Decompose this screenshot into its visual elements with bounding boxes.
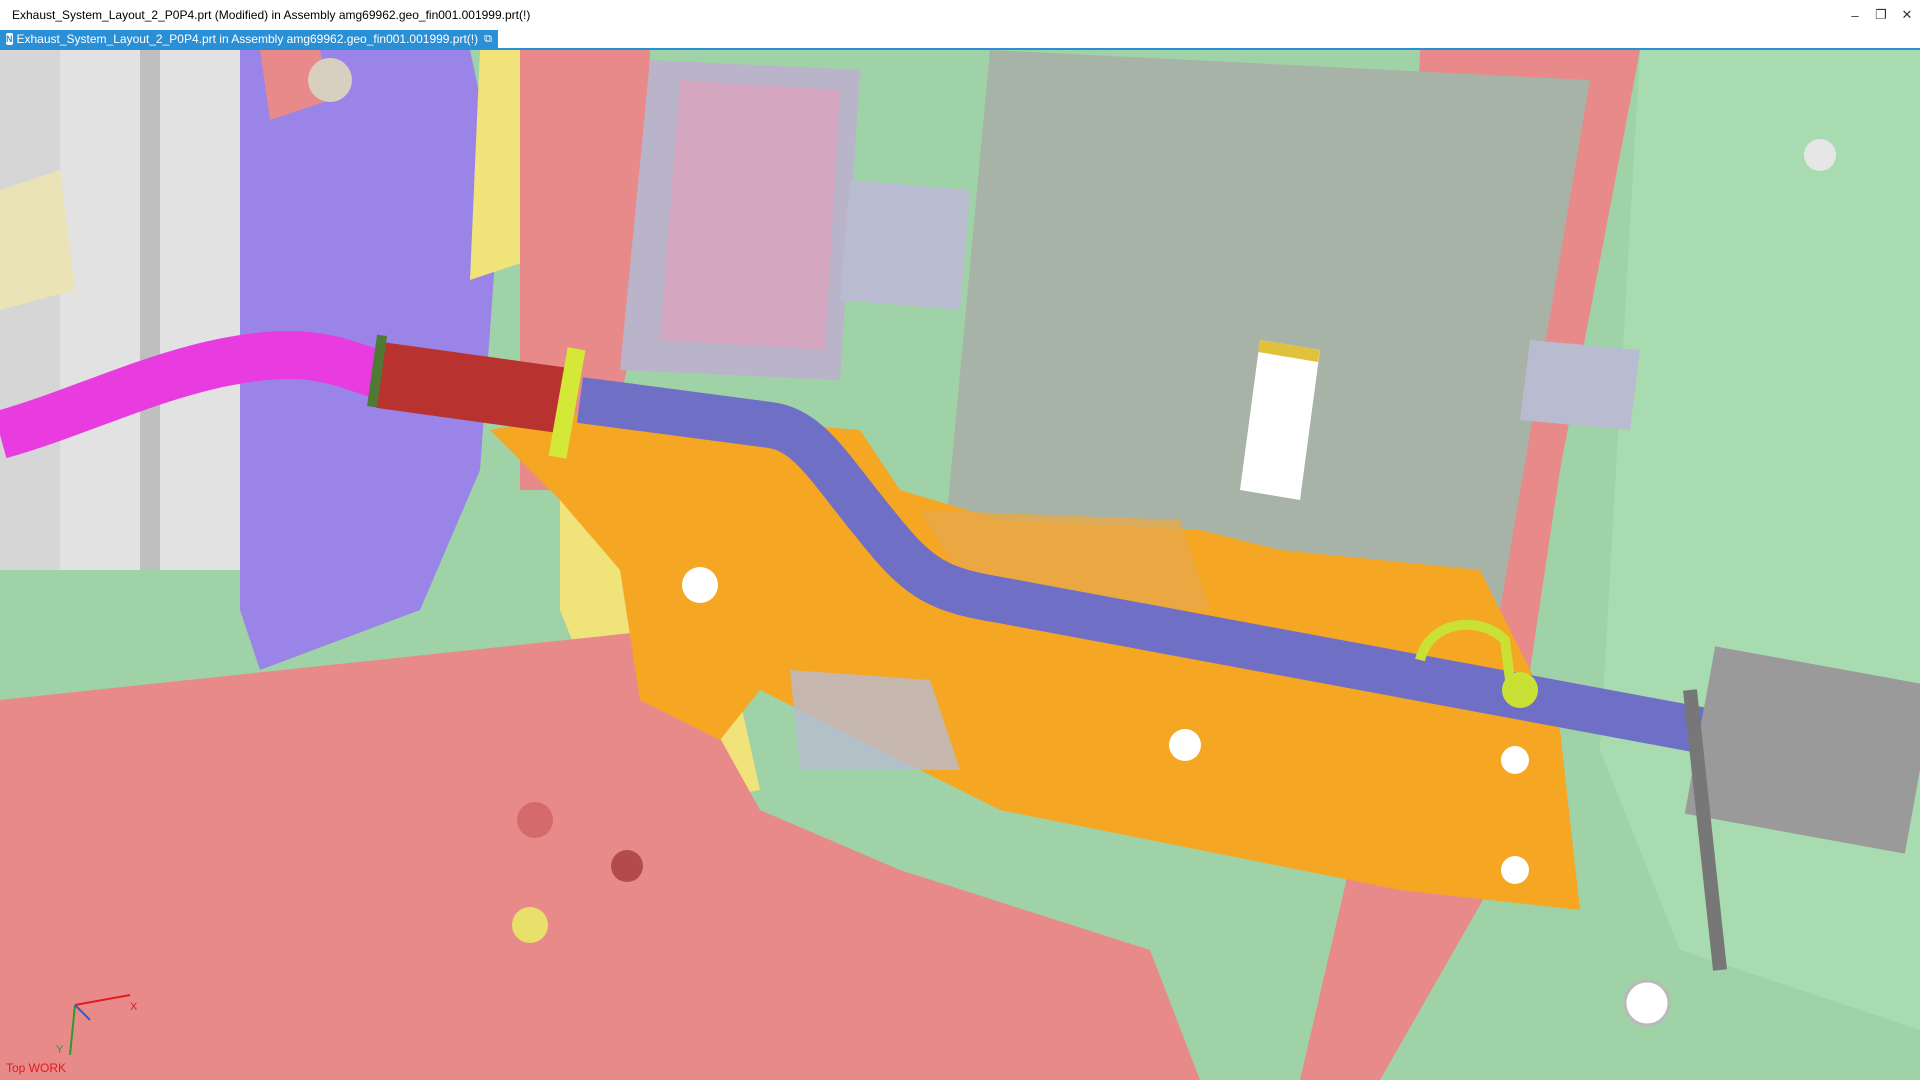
document-tab-label: Exhaust_System_Layout_2_P0P4.prt in Asse… xyxy=(16,32,479,46)
close-button[interactable]: ✕ xyxy=(1901,7,1913,22)
warning-label xyxy=(1240,340,1320,500)
yellow-panel-top xyxy=(470,50,530,280)
battery-tray xyxy=(940,50,1590,610)
intermediate-pipe xyxy=(576,377,1705,753)
shield-fastener-1 xyxy=(682,567,718,603)
converter-flange xyxy=(367,334,387,408)
undock-icon[interactable]: ⧉ xyxy=(484,32,492,45)
body-hole-yellow xyxy=(512,907,548,943)
heat-shield xyxy=(490,410,1580,910)
cad-model-render: X Y xyxy=(0,50,1920,1080)
document-tab[interactable]: N Exhaust_System_Layout_2_P0P4.prt in As… xyxy=(0,30,507,48)
control-module-face xyxy=(660,80,840,350)
mount-hole xyxy=(1804,139,1836,171)
left-rail xyxy=(0,50,60,570)
window-controls: – ❐ ✕ xyxy=(1842,0,1920,30)
view-orientation-label: Top WORK xyxy=(6,1061,67,1075)
rail-stripe xyxy=(140,50,160,570)
body-hole-dark xyxy=(611,850,643,882)
o2-sensor xyxy=(1502,672,1538,708)
muffler xyxy=(1684,646,1920,854)
module-bracket xyxy=(840,180,970,310)
exhaust-clamp xyxy=(548,347,586,459)
body-hole-red xyxy=(517,802,553,838)
document-tab-bar: N Exhaust_System_Layout_2_P0P4.prt in As… xyxy=(0,30,1920,50)
lower-bracket xyxy=(790,670,960,770)
rear-floor-red xyxy=(0,630,1200,1080)
triad-x-label: X xyxy=(130,1001,138,1013)
o2-sensor-bracket xyxy=(1415,619,1515,681)
shield-fastener-4 xyxy=(1501,856,1529,884)
warning-label-header xyxy=(1258,340,1320,362)
minimize-button[interactable]: – xyxy=(1851,7,1859,23)
shield-fastener-2 xyxy=(1169,729,1201,761)
graphics-viewport[interactable]: X Y Top WORK xyxy=(0,50,1920,1080)
nx-part-icon: N xyxy=(6,33,13,45)
front-exhaust-pipe xyxy=(0,330,387,459)
right-bracket xyxy=(1520,340,1640,430)
title-bar: Exhaust_System_Layout_2_P0P4.prt (Modifi… xyxy=(0,0,1920,30)
restore-button[interactable]: ❐ xyxy=(1875,7,1887,22)
triad-x-axis xyxy=(74,994,131,1006)
cv-boot xyxy=(0,170,75,310)
tab-close-icon[interactable]: ✕ xyxy=(498,33,508,46)
window-title: Exhaust_System_Layout_2_P0P4.prt (Modifi… xyxy=(12,8,531,22)
triad-y-label: Y xyxy=(56,1044,64,1056)
top-mount-circle xyxy=(308,58,352,102)
catalytic-converter xyxy=(375,342,565,433)
drain-plug xyxy=(1623,979,1671,1027)
triad-y-axis xyxy=(69,1004,76,1056)
muffler-end-cap xyxy=(1683,689,1727,971)
shield-fastener-3 xyxy=(1501,746,1529,774)
triad-z-axis xyxy=(74,1004,91,1021)
